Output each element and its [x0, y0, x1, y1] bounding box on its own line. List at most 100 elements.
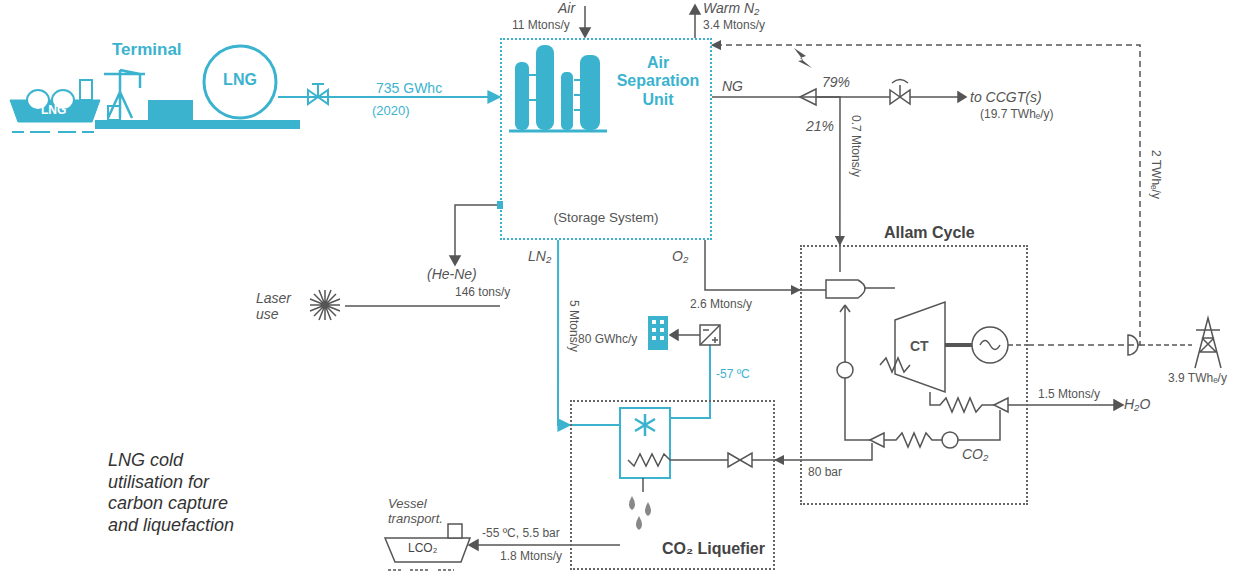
drawing-stroke: [972, 327, 1008, 363]
drawing-stroke: [660, 320, 664, 324]
drawing-stroke: [476, 544, 620, 546]
node-title: CO₂ Liquefier: [662, 540, 765, 558]
flow-connector: [712, 45, 1140, 345]
transport-note: Vessel transport.: [388, 497, 468, 527]
drawing-stroke: [580, 55, 600, 130]
power-export: [1128, 318, 1221, 368]
destination: to CCGT(s): [970, 89, 1042, 105]
flow-connector: [278, 96, 500, 98]
drawing-stroke: [837, 362, 853, 378]
node-title: LNG: [202, 71, 278, 89]
stream-arrows: [345, 5, 700, 306]
node-title: Allam Cycle: [884, 224, 975, 242]
flow-rate: 146 tons/y: [455, 286, 510, 300]
drawing-stroke: [455, 205, 500, 258]
drawing-stroke: [448, 524, 462, 538]
drawing-stroke: [12, 131, 94, 133]
pressure: 80 bar: [808, 466, 842, 480]
year-note: (2020): [372, 104, 410, 119]
drawing-stroke: [1008, 344, 1028, 346]
drawing-stroke: [652, 336, 656, 340]
temperature: -57 ºC: [716, 368, 750, 382]
air-separation-icon: [509, 45, 607, 131]
drawing-stroke: [642, 478, 644, 492]
drawing-stroke: [958, 410, 1000, 440]
drawing-stroke: [660, 336, 664, 340]
conditions: -55 ºC, 5.5 bar: [482, 527, 560, 541]
use-name: Laser use: [256, 290, 301, 322]
stream-name: CO₂: [962, 446, 988, 462]
drawing-stroke: [310, 290, 340, 320]
drawing-stroke: [108, 106, 120, 120]
building-icon: [648, 316, 668, 350]
allam-cycle-internals: [800, 245, 1123, 460]
liquid-drops: [629, 496, 651, 530]
drawing-stroke: [1008, 404, 1116, 406]
drawing-stroke: [509, 130, 607, 133]
split-share: 79%: [822, 74, 850, 90]
site-name: Terminal: [112, 40, 182, 60]
drawing-stroke: [864, 287, 895, 289]
drawing-stroke: [676, 334, 700, 336]
drawing-stroke: [660, 328, 664, 332]
co2-liquefier-box: CO₂ Liquefier: [570, 400, 775, 570]
drawing-stroke: [800, 443, 872, 460]
drawing-stroke: [670, 345, 710, 418]
stream-name: H₂O: [1124, 396, 1150, 412]
lng-tank: LNG: [202, 44, 278, 120]
energy-rate: (19.7 TWhₑ/y): [980, 108, 1054, 122]
drawing-stroke: [469, 540, 478, 550]
drawing-stroke: [980, 341, 1000, 350]
drawing-stroke: [580, 28, 590, 37]
node-subtitle: (Storage System): [502, 210, 710, 226]
drawing-stroke: [529, 75, 580, 110]
stream-name: LN₂: [528, 248, 551, 264]
stream-name: Warm N₂: [703, 0, 759, 16]
drawing-stroke: [884, 433, 942, 447]
caption: LNG cold utilisation for carbon capture …: [108, 450, 258, 536]
flow-label: 735 GWhc: [374, 80, 444, 96]
drawing-stroke: [930, 392, 994, 412]
drawing-stroke: [1195, 318, 1221, 368]
energy-rate: 2 TWhₑ/y: [1148, 150, 1162, 199]
energy-rate: 3.9 TWhₑ/y: [1168, 372, 1227, 386]
turbine-name: CT: [910, 338, 929, 354]
drawing-stroke: [629, 496, 635, 510]
drawing-stroke: [312, 84, 324, 97]
lng-carrier-ship: [10, 80, 100, 132]
drawing-stroke: [700, 325, 720, 345]
liquefier-internals: [469, 325, 775, 550]
drawing-stroke: [636, 516, 642, 530]
drawing-stroke: [570, 424, 620, 426]
stream-name: NG: [722, 78, 743, 94]
flow-rate: 1.8 Mtons/y: [500, 550, 562, 564]
flow-connector: [775, 459, 800, 461]
flow-rate: 11 Mtons/y: [512, 19, 570, 33]
drawing-stroke: [652, 328, 656, 332]
drawing-stroke: [670, 330, 678, 340]
drawing-stroke: [840, 305, 850, 312]
drawing-stroke: [620, 408, 670, 478]
drawing-stroke: [648, 316, 668, 350]
drawing-stroke: [104, 70, 145, 118]
drawing-stroke: [1114, 400, 1123, 410]
drawing-stroke: [345, 305, 500, 307]
drawing-stroke: [945, 343, 972, 347]
flow-connector: [712, 97, 840, 245]
drawing-stroke: [826, 280, 865, 298]
lco2-vessel: [385, 524, 470, 570]
drawing-stroke: [536, 45, 554, 130]
drawing-stroke: [845, 378, 870, 440]
flow-rate: 0.7 Mtons/y: [848, 115, 862, 177]
air-separation-unit: Air Separation Unit (Storage System): [500, 38, 712, 240]
flow-rate: 1.5 Mtons/y: [1038, 388, 1100, 402]
drawing-stroke: [728, 453, 752, 467]
node-title: Air Separation Unit: [606, 54, 710, 109]
lightning-symbol: [794, 48, 812, 68]
drawing-stroke: [895, 302, 945, 392]
stream-name: O₂: [672, 248, 688, 264]
drawing-stroke: [148, 100, 193, 120]
flow-rate: 2.6 Mtons/y: [690, 298, 752, 312]
valve-symbol: [308, 84, 328, 104]
